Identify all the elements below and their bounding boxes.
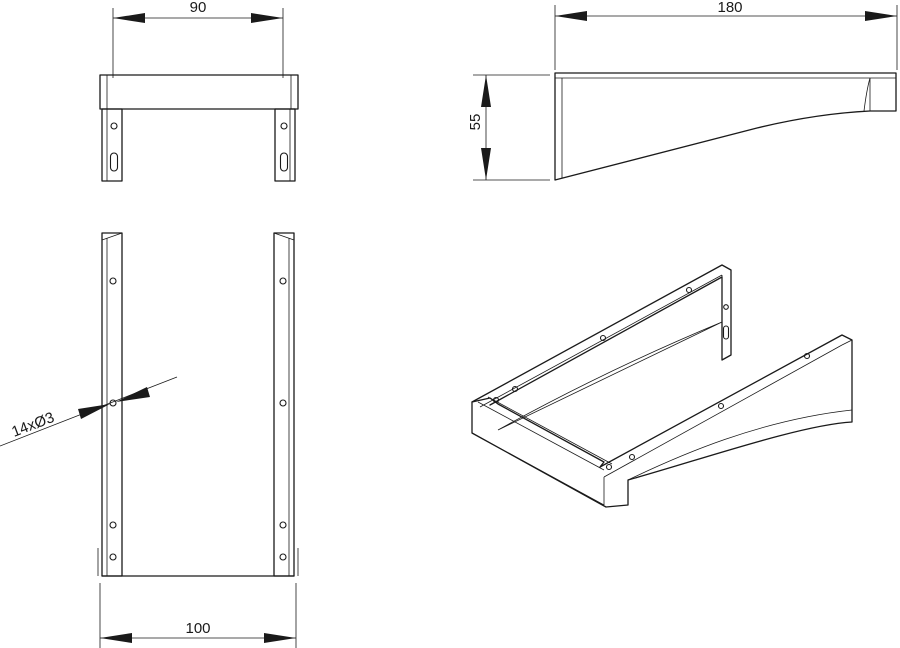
plan-width-label: 100	[185, 620, 210, 637]
side-length-label: 180	[717, 0, 742, 16]
side-height-label: 55	[467, 114, 484, 131]
holes-label: 14xØ3	[9, 409, 56, 441]
side-view: 180 55	[467, 0, 898, 181]
front-width-label: 90	[190, 0, 207, 16]
front-view: 90	[99, 0, 299, 182]
plan-view: 14xØ3 100	[0, 232, 299, 648]
isometric-view	[471, 264, 853, 508]
